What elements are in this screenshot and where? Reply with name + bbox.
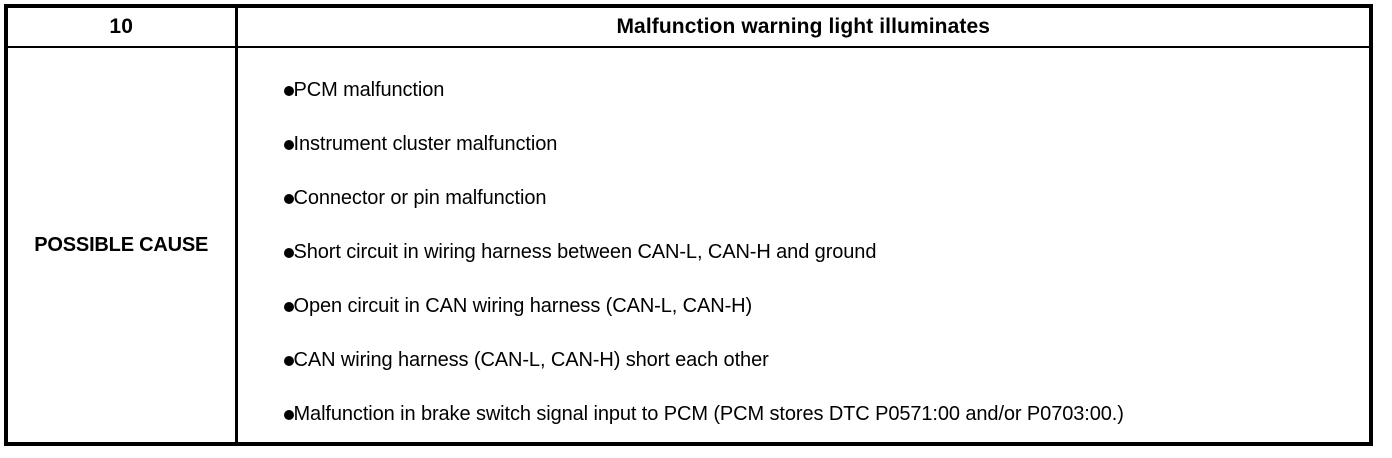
list-item: Connector or pin malfunction bbox=[238, 183, 1370, 213]
cause-list: PCM malfunction Instrument cluster malfu… bbox=[238, 62, 1370, 429]
list-item: Short circuit in wiring harness between … bbox=[238, 237, 1370, 267]
filled-circle-bullet-icon bbox=[283, 85, 294, 96]
list-item: PCM malfunction bbox=[238, 75, 1370, 105]
list-item-label: Connector or pin malfunction bbox=[293, 186, 547, 209]
list-item-label: Open circuit in CAN wiring harness (CAN-… bbox=[293, 294, 753, 317]
list-item: Open circuit in CAN wiring harness (CAN-… bbox=[238, 291, 1370, 321]
possible-cause-table: 10 Malfunction warning light illuminates… bbox=[4, 4, 1373, 446]
filled-circle-bullet-icon bbox=[283, 193, 294, 204]
list-item: Malfunction in brake switch signal input… bbox=[238, 399, 1370, 429]
list-item-label: Malfunction in brake switch signal input… bbox=[293, 402, 1124, 425]
list-item: Instrument cluster malfunction bbox=[238, 129, 1370, 159]
symptom-title-cell: Malfunction warning light illuminates bbox=[236, 6, 1371, 48]
list-item-label: PCM malfunction bbox=[293, 78, 445, 101]
list-item-label: Short circuit in wiring harness between … bbox=[293, 240, 877, 263]
possible-cause-label-cell: POSSIBLE CAUSE bbox=[6, 47, 238, 444]
filled-circle-bullet-icon bbox=[283, 301, 294, 312]
filled-circle-bullet-icon bbox=[283, 355, 294, 366]
list-item-label: Instrument cluster malfunction bbox=[293, 132, 558, 155]
symptom-number-cell: 10 bbox=[6, 6, 238, 48]
filled-circle-bullet-icon bbox=[283, 409, 294, 420]
possible-cause-content-cell: PCM malfunction Instrument cluster malfu… bbox=[236, 47, 1371, 444]
table-header-row: 10 Malfunction warning light illuminates bbox=[6, 6, 1371, 48]
table-body-row: POSSIBLE CAUSE PCM malfunction Instrumen… bbox=[6, 47, 1371, 444]
list-item-label: CAN wiring harness (CAN-L, CAN-H) short … bbox=[293, 348, 769, 371]
list-item: CAN wiring harness (CAN-L, CAN-H) short … bbox=[238, 345, 1370, 375]
filled-circle-bullet-icon bbox=[283, 139, 294, 150]
filled-circle-bullet-icon bbox=[283, 247, 294, 258]
